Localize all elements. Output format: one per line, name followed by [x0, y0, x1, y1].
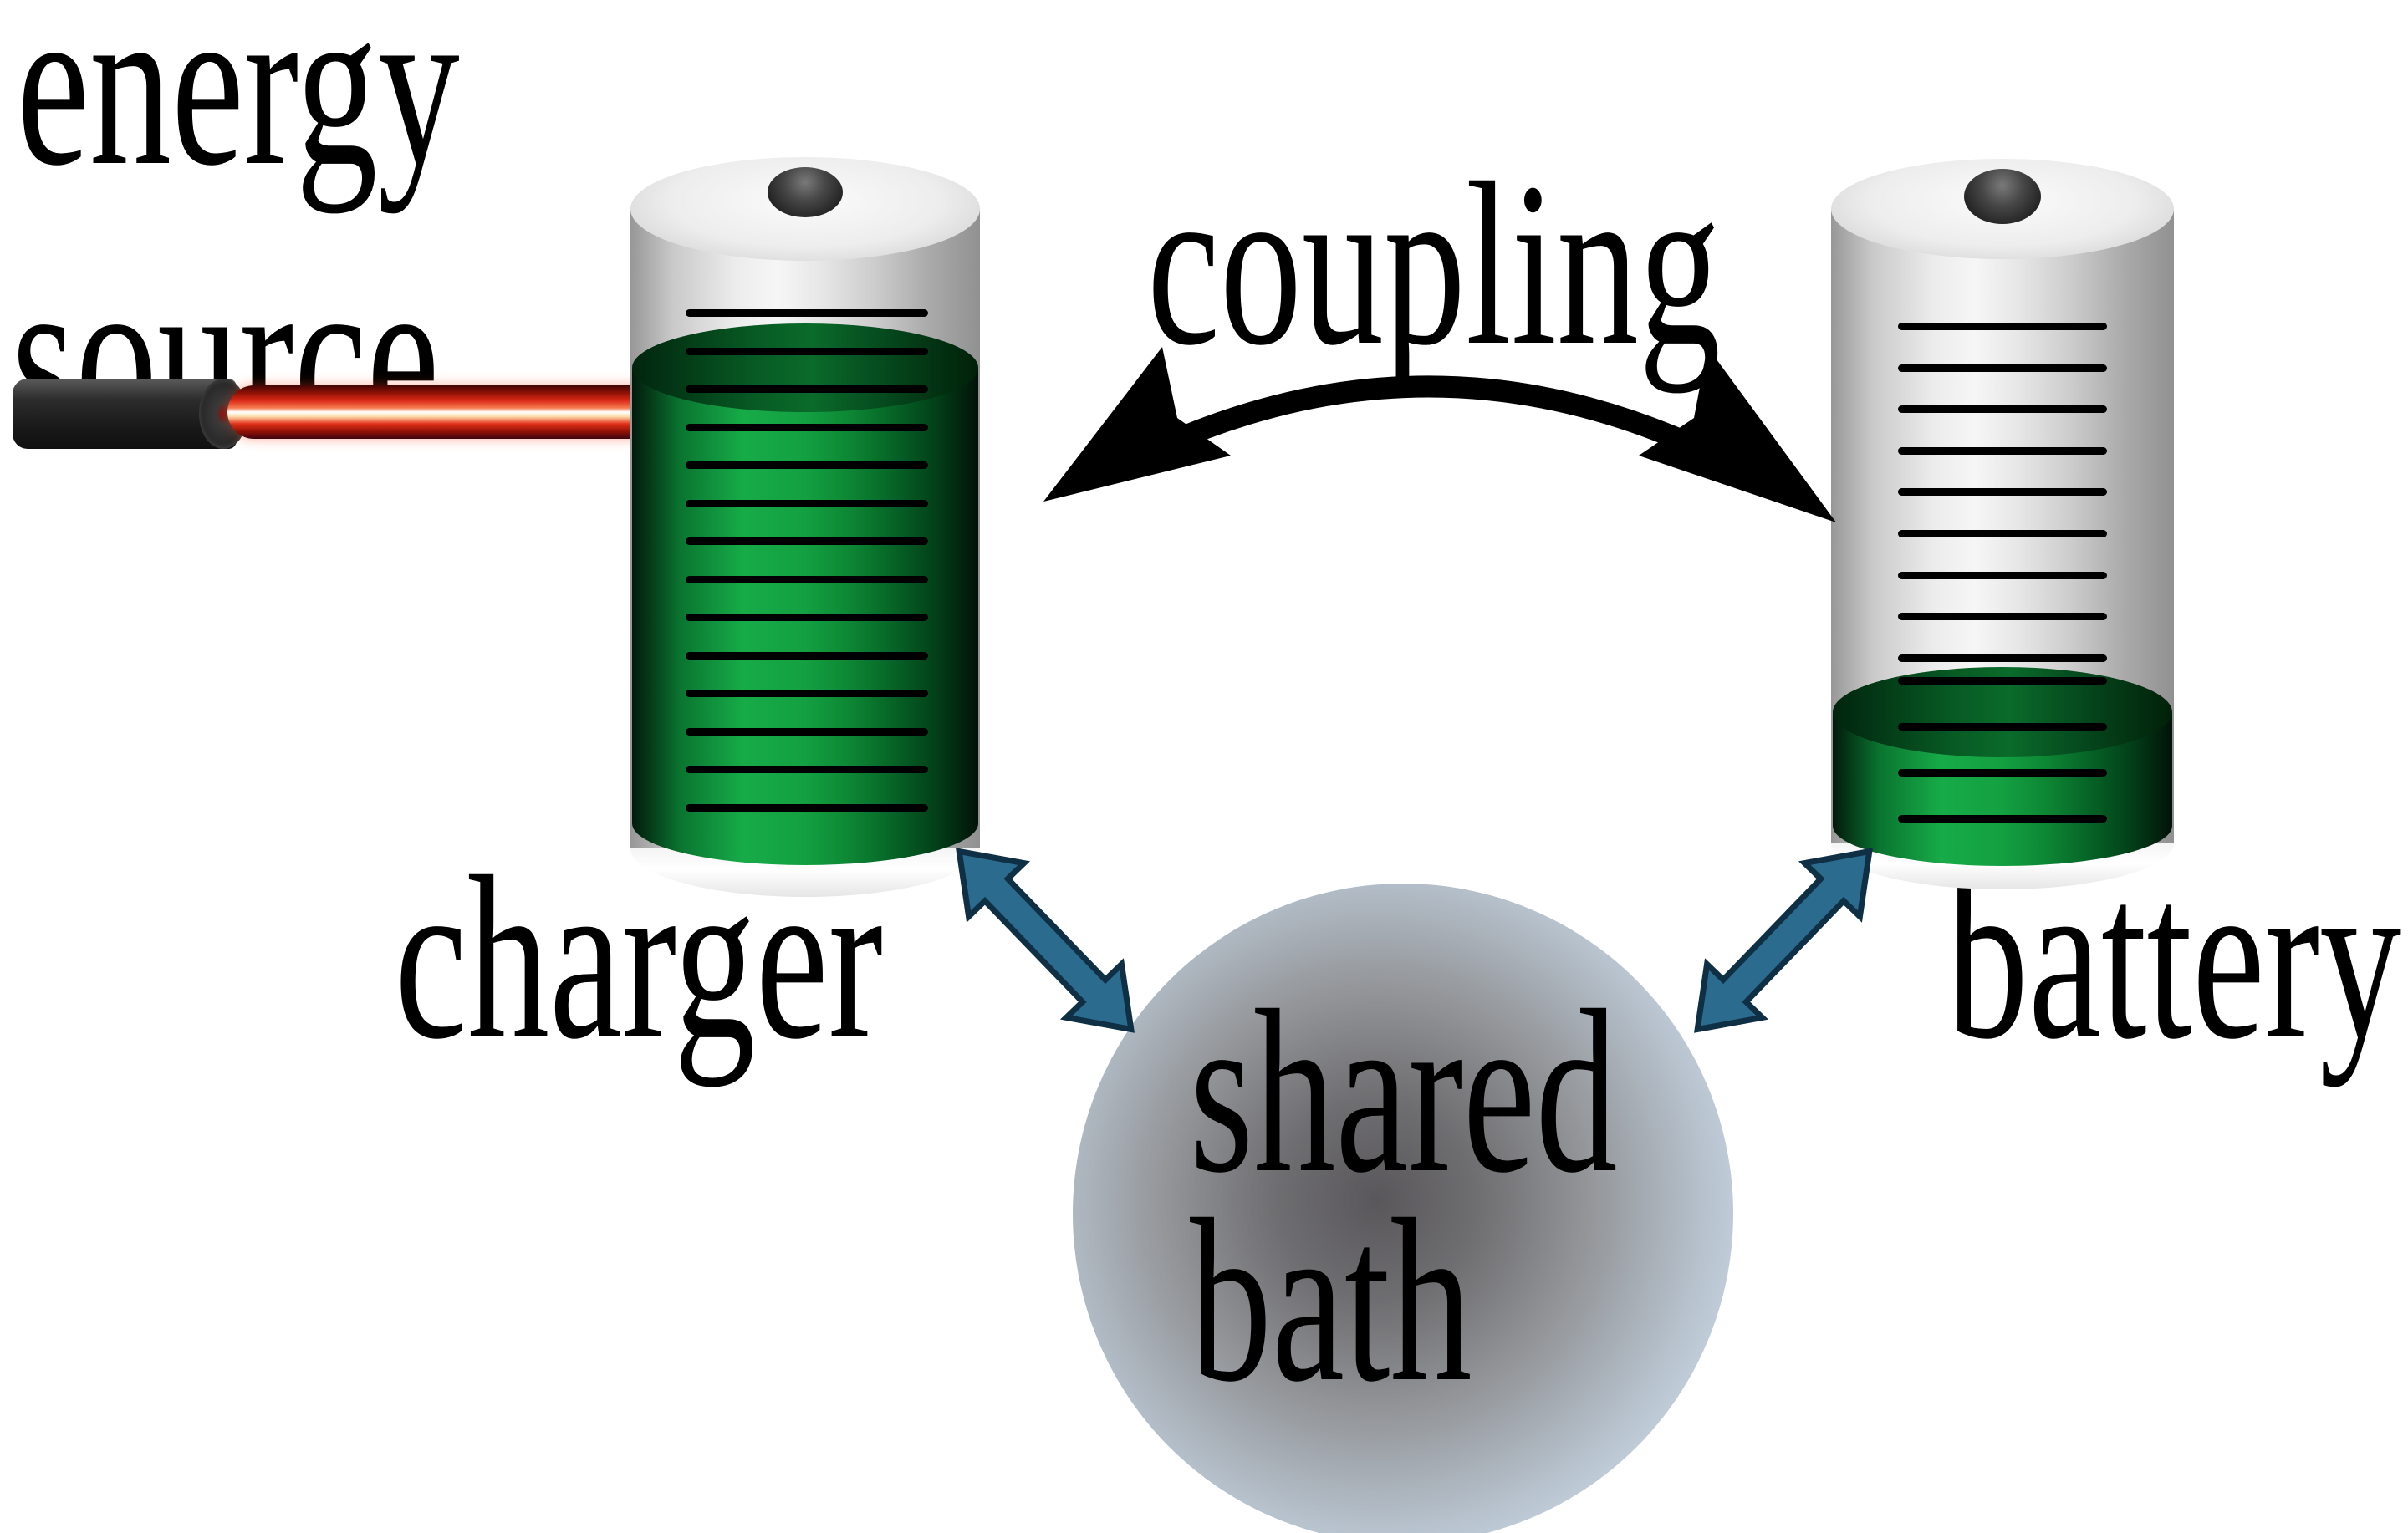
battery-tick-line	[1898, 654, 2107, 662]
battery-terminal-knob	[1964, 169, 2041, 224]
battery-tick-line	[1898, 815, 2107, 823]
battery-tick-line	[686, 575, 928, 583]
shared-bath-label-line1: shared	[1190, 961, 1618, 1221]
battery-tick-line	[1898, 446, 2107, 455]
battery-tick-line	[1898, 323, 2107, 330]
charger-charge-fill-top	[632, 323, 978, 412]
laser-beam	[227, 385, 662, 439]
charger-charge-fill-bottom	[632, 782, 978, 865]
battery-tick-line	[686, 651, 928, 660]
battery-tick-line	[686, 461, 928, 469]
battery-tick-line	[1898, 677, 2107, 685]
battery-tick-line	[686, 803, 928, 812]
battery-tick-line	[686, 499, 928, 507]
battery-tick-line	[686, 347, 928, 355]
energy-source-label-line1: energy	[17, 0, 460, 214]
battery-tick-line	[1898, 613, 2107, 621]
battery-tick-line	[686, 727, 928, 736]
shared-bath-label-line2: bath	[1190, 1170, 1472, 1430]
charger-battery-illustration	[630, 155, 980, 907]
battery-tick-line	[1898, 405, 2107, 414]
battery-tick-line	[686, 385, 928, 393]
battery-tick-line	[1898, 571, 2107, 579]
battery-tick-line	[1898, 364, 2107, 372]
battery-tick-line	[686, 537, 928, 545]
battery-tick-line	[1898, 488, 2107, 497]
battery-tick-line	[686, 309, 928, 317]
battery-tick-line	[686, 614, 928, 621]
battery-tick-line	[686, 690, 928, 697]
battery-illustration	[1831, 155, 2174, 907]
charger-charge-fill	[632, 368, 978, 823]
charger-terminal-knob	[768, 167, 843, 217]
shared-bath-sphere	[1073, 884, 1733, 1533]
coupling-label: coupling	[1147, 134, 1721, 394]
battery-tick-line	[1898, 530, 2107, 537]
battery-tick-line	[1898, 769, 2107, 777]
battery-charge-fill-bottom	[1833, 786, 2172, 866]
battery-tick-line	[686, 766, 928, 773]
battery-tick-line	[1898, 723, 2107, 731]
battery-tick-line	[686, 423, 928, 431]
